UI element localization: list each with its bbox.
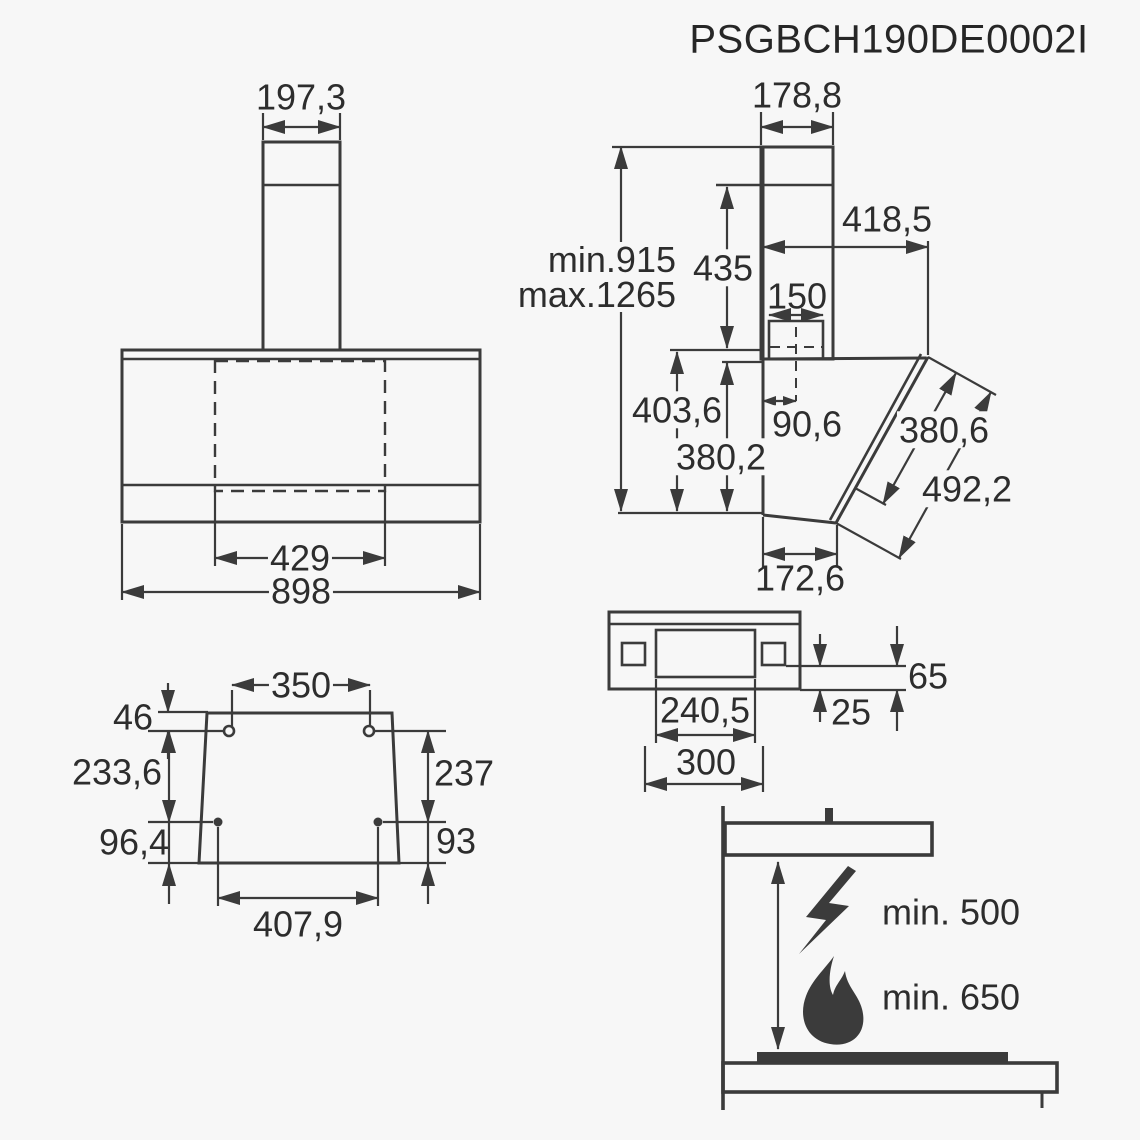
- cooktop-surface: [757, 1052, 1008, 1063]
- dim-hole-spacing: 350: [268, 664, 334, 706]
- dim-bottom-depth: 172,6: [754, 557, 846, 599]
- counter-outline: [721, 1061, 1059, 1094]
- dim-left-bottom: 96,4: [98, 821, 170, 863]
- dim-body-height: 403,6: [629, 389, 725, 431]
- hood-body-front: [120, 348, 482, 524]
- dim-duct-offset: 90,6: [769, 403, 845, 445]
- clearance-electric-label: min. 500: [881, 891, 1021, 933]
- dim-top-depth: 418,5: [841, 198, 933, 240]
- lower-fixing-left: [213, 817, 223, 827]
- hood-bottom-bar: [723, 821, 934, 857]
- lower-fixing-right: [373, 817, 383, 827]
- dim-slot-spacing: 300: [675, 741, 737, 783]
- dim-hole-top-offset: 46: [112, 696, 154, 738]
- bracket-view-drawing: [607, 610, 906, 792]
- chimney-front: [261, 140, 342, 352]
- mounting-hole-right: [362, 724, 376, 738]
- body-top-edge: [762, 356, 927, 361]
- dim-duct-width: 150: [766, 275, 828, 317]
- product-code: PSGBCH190DE0002I: [689, 17, 1089, 62]
- dim-bracket-height: 65: [907, 655, 949, 697]
- dim-height-max: max.1265: [517, 274, 676, 315]
- filter-opening-dashed: [213, 359, 387, 493]
- dim-bracket-offset: 25: [830, 691, 872, 733]
- dim-bottom-width: 407,9: [252, 903, 344, 945]
- dim-height-min: min.915: [547, 239, 676, 280]
- dim-filter-width: 429: [267, 537, 333, 579]
- dim-bracket-inner: 240,5: [659, 689, 751, 731]
- dim-chimney-depth: 178,8: [751, 74, 843, 116]
- bracket-inner-opening: [654, 628, 757, 679]
- dim-panel-height: 380,2: [673, 436, 769, 478]
- bracket-outline: [607, 610, 802, 691]
- dim-left-mid: 233,6: [71, 751, 163, 793]
- dim-height-range: min.915 max.1265: [498, 239, 676, 315]
- dim-right-bottom: 93: [435, 820, 477, 862]
- dim-chimney-lower-height: 435: [690, 247, 756, 289]
- dim-right-mid: 237: [433, 752, 495, 794]
- bracket-slot-right: [760, 641, 787, 667]
- hood-mount-tab: [825, 808, 833, 824]
- lightning-icon: [799, 866, 856, 954]
- clearance-view-drawing: [721, 806, 1059, 1110]
- dim-panel-total-length: 492,2: [919, 468, 1015, 510]
- mounting-hole-left: [222, 724, 236, 738]
- dim-panel-length: 380,6: [896, 409, 992, 451]
- dim-chimney-width: 197,3: [255, 76, 347, 118]
- dim-total-width: 898: [268, 570, 334, 612]
- flame-icon: [803, 956, 864, 1045]
- body-bottom-edge: [762, 513, 837, 525]
- clearance-gas-label: min. 650: [881, 976, 1021, 1018]
- bracket-slot-left: [620, 641, 647, 667]
- back-view-drawing: [148, 678, 446, 906]
- front-view-drawing: [120, 113, 482, 600]
